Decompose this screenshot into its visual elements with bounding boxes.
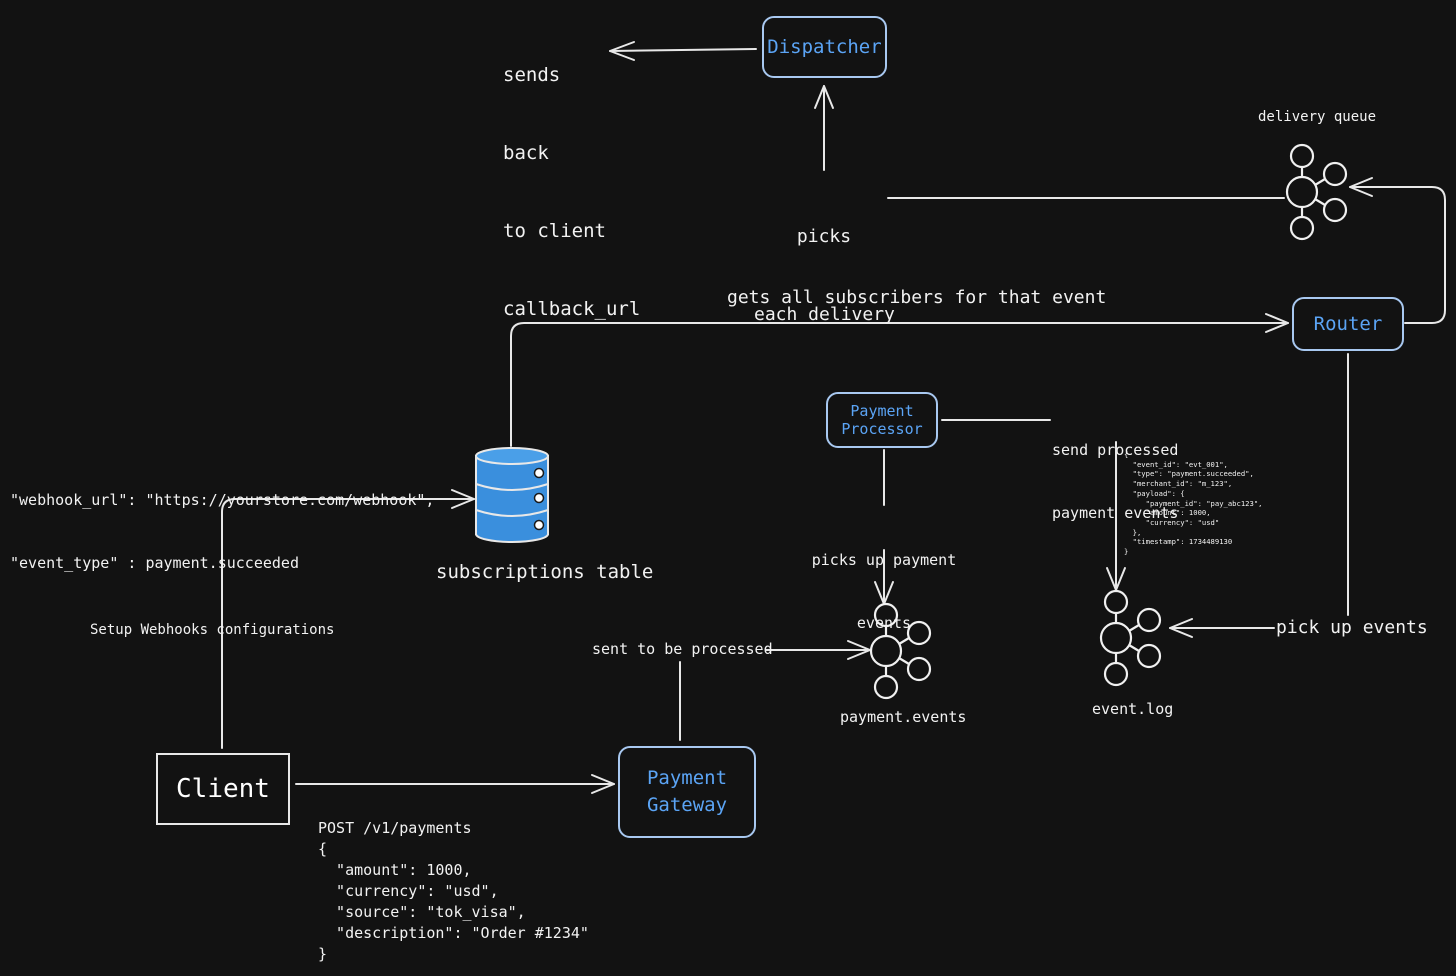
sends-back-label: sends back to client callback_url [503,64,641,320]
payment-gateway-label-line2: Gateway [646,794,728,816]
delivery-queue-label: delivery queue [1258,109,1377,125]
send-processed-label: send processed payment events [1052,441,1179,522]
edge-router-to-delivery-queue [1349,186,1446,324]
dispatcher-label: Dispatcher [767,35,882,58]
router-label: Router [1313,312,1383,335]
edge-db-to-router [510,322,1289,447]
edge-dispatcher-to-client [609,48,757,52]
payment-processor-label-line2: Processor [841,420,923,438]
payment-events-label: payment.events [840,708,967,726]
gets-subscribers-label: gets all subscribers for that event [727,287,1107,308]
delivery-queue-icon [1285,143,1348,241]
event-log-label: event.log [1092,700,1174,718]
payment-request-snippet: POST /v1/payments{ "amount": 1000, "curr… [318,819,589,963]
picks-each-delivery-label: picks each delivery [754,226,895,325]
setup-webhooks-label: Setup Webhooks configurations [90,622,335,638]
router-node[interactable]: Router [1292,297,1404,351]
picks-up-payment-label: picks up payment events [811,551,957,632]
subscriptions-table-label: subscriptions table [436,561,654,583]
edge-client-to-db [221,498,475,749]
event-json-snippet: { "event_id": "evt_001", "type": "paymen… [1124,450,1263,557]
payment-gateway-label-line1: Payment [646,767,728,790]
event-log-queue-icon [1099,589,1162,687]
sent-to-be-processed-label: sent to be processed [592,640,773,658]
client-label: Client [176,774,270,804]
dispatcher-node[interactable]: Dispatcher [762,16,887,78]
webhook-config-snippet: "webhook_url": "https://yourstore.com/we… [10,491,435,572]
payment-gateway-node[interactable]: Payment Gateway [618,746,756,838]
payment-processor-label-line1: Payment [850,402,914,420]
client-node[interactable]: Client [156,753,290,825]
pick-up-events-label: pick up events [1276,617,1428,638]
database-icon [475,447,549,543]
payment-processor-node[interactable]: Payment Processor [826,392,938,448]
